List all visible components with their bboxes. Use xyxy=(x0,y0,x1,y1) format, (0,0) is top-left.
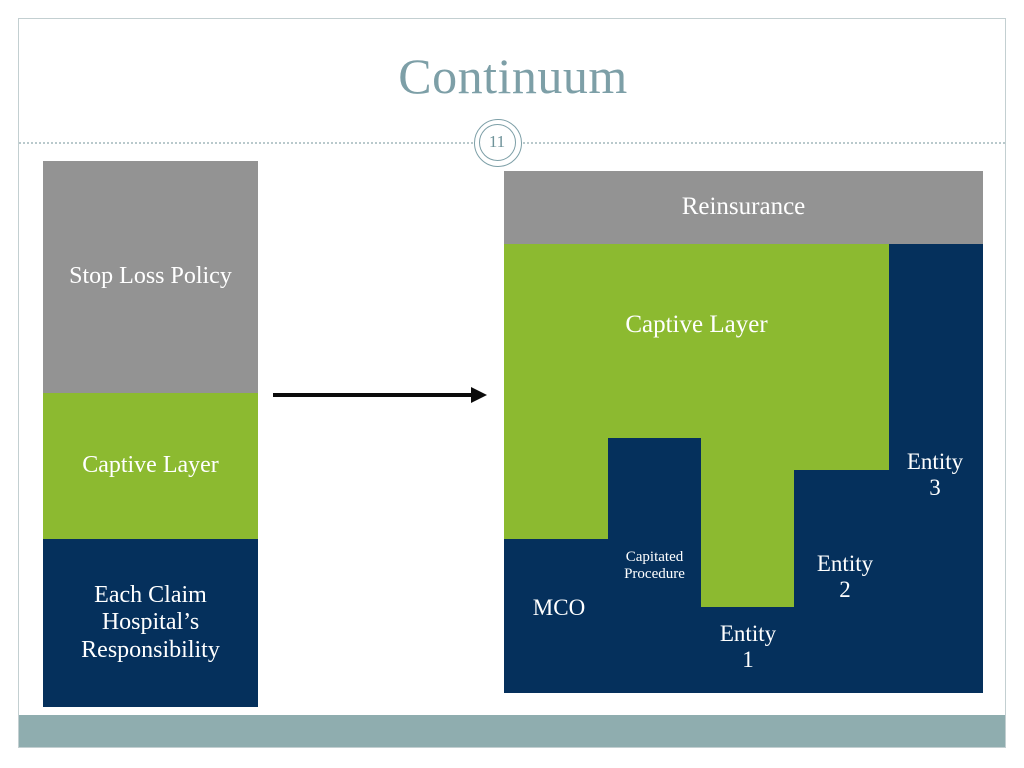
page-number-label: 11 xyxy=(478,123,516,161)
slide-canvas: Continuum 11 Stop Loss Policy Captive La… xyxy=(18,18,1006,748)
capitated-procedure-label: Capitated Procedure xyxy=(624,549,685,583)
entity-1-label: Entity 1 xyxy=(719,621,777,673)
stack-layer-stop-loss-policy: Stop Loss Policy xyxy=(43,161,258,393)
arrow-head-icon xyxy=(471,387,487,403)
stack-layer-hospital-responsibility: Each Claim Hospital’s Responsibility xyxy=(43,539,258,707)
entity-1-block xyxy=(701,607,794,693)
traditional-stack: Stop Loss Policy Captive Layer Each Clai… xyxy=(43,161,258,707)
bottom-accent-bar xyxy=(19,715,1005,747)
entity-2-label: Entity 2 xyxy=(816,551,874,603)
entity-3-block xyxy=(889,244,983,693)
entity-2-block xyxy=(794,470,889,693)
continuum-diagram: Reinsurance Captive Layer MCO Capitated … xyxy=(504,171,983,693)
mco-block xyxy=(504,539,608,693)
transition-arrow xyxy=(273,385,493,405)
page-number-badge: 11 xyxy=(474,119,522,167)
capitated-procedure-block xyxy=(608,438,701,693)
reinsurance-band: Reinsurance xyxy=(504,171,983,244)
captive-layer-label: Captive Layer xyxy=(625,311,768,338)
arrow-line xyxy=(273,393,477,397)
stack-layer-captive-layer: Captive Layer xyxy=(43,393,258,539)
mco-label: MCO xyxy=(532,595,586,620)
entity-3-label: Entity 3 xyxy=(906,449,964,501)
page-title: Continuum xyxy=(398,48,628,104)
